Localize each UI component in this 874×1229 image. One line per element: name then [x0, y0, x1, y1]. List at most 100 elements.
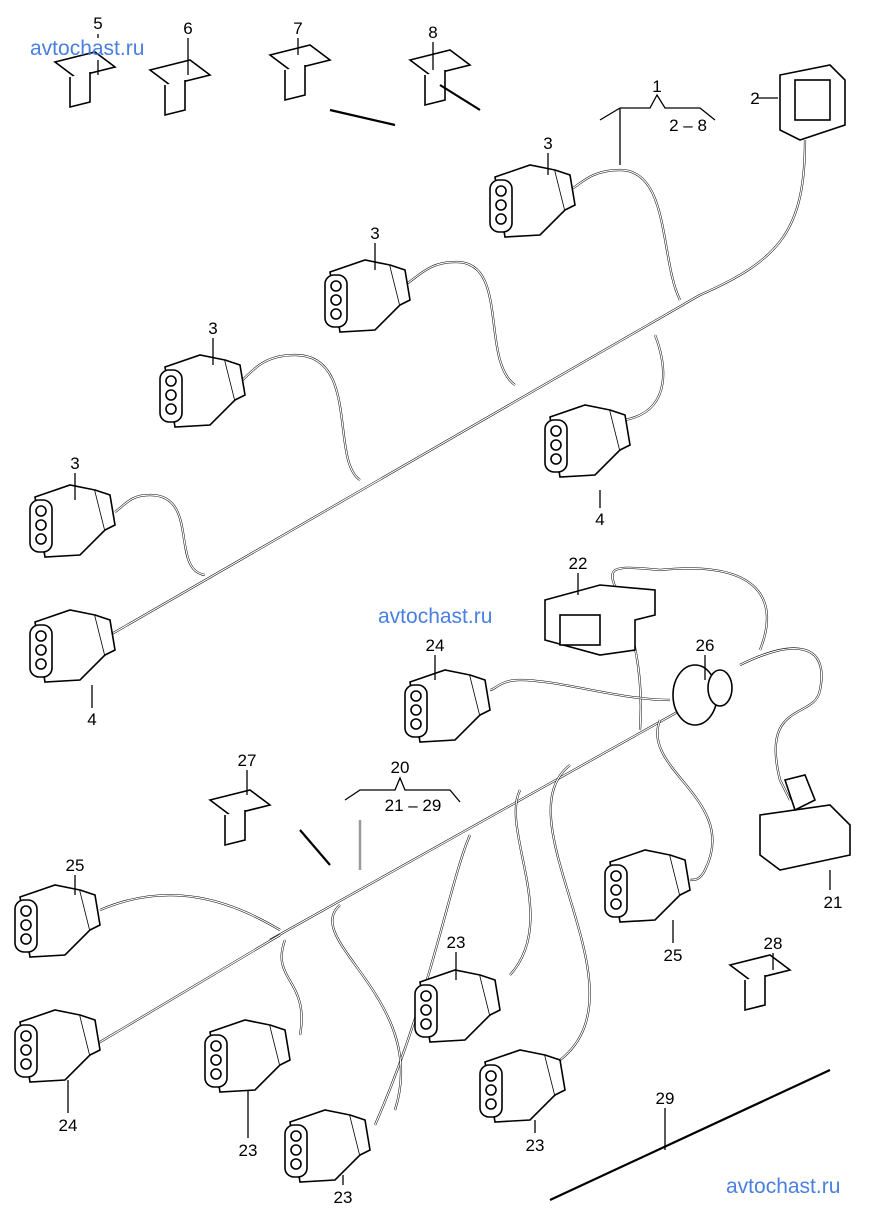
- connector-3pin: [324, 259, 411, 333]
- callout-label: 23: [447, 933, 466, 952]
- clip-leg: [164, 80, 186, 117]
- connector-3pin: [204, 1019, 291, 1093]
- wire-highlight: [331, 904, 402, 1111]
- pin-hole: [165, 389, 177, 401]
- pin-hole: [35, 644, 47, 656]
- pin-hole: [210, 1040, 222, 1052]
- callout-label: 7: [293, 19, 302, 38]
- connector-3pin: [14, 884, 101, 958]
- callout-label: 24: [59, 1116, 78, 1135]
- connector-latch: [669, 854, 691, 896]
- pin-hole: [420, 990, 432, 1002]
- clip-top: [268, 44, 332, 71]
- clip-top: [148, 59, 212, 86]
- wire-highlight: [280, 939, 303, 1036]
- wire: [404, 260, 516, 386]
- wire: [624, 334, 665, 422]
- pin-hole: [485, 1070, 497, 1082]
- connector-latch: [609, 409, 631, 451]
- pin-hole: [495, 199, 507, 211]
- connector-latch: [94, 489, 116, 531]
- cable-tie-29: [549, 1069, 831, 1201]
- clip-leg: [224, 810, 246, 847]
- pin-hole: [610, 870, 622, 882]
- pin-hole: [550, 425, 562, 437]
- callout-label: 2 – 8: [669, 116, 707, 135]
- wire: [569, 168, 681, 301]
- callout-label: 23: [239, 1141, 258, 1160]
- wire-highlight: [550, 764, 591, 1061]
- connector-3pin: [489, 164, 576, 238]
- pin-hole: [410, 718, 422, 730]
- connector-block: [544, 584, 656, 656]
- pin-hole: [485, 1084, 497, 1096]
- pin-hole: [410, 690, 422, 702]
- pin-hole: [290, 1130, 302, 1142]
- clip-5: [53, 51, 117, 109]
- wire-highlight: [269, 704, 691, 941]
- connector-latch: [224, 359, 246, 401]
- connector-face: [559, 614, 601, 646]
- connector-3pin: [14, 1009, 101, 1083]
- pin-hole: [20, 905, 32, 917]
- connector-latch: [554, 169, 576, 211]
- wire: [739, 647, 823, 801]
- callout-label: 24: [426, 636, 445, 655]
- callout-label: 3: [208, 319, 217, 338]
- callout-label: 23: [334, 1188, 353, 1207]
- watermark: avtochast.ru: [378, 605, 493, 628]
- pin-hole: [35, 630, 47, 642]
- wire-highlight: [699, 139, 806, 296]
- connector-housing: [759, 804, 851, 871]
- connector-latch: [349, 1114, 371, 1156]
- callout-label: 29: [656, 1089, 675, 1108]
- cable-tie-8: [408, 49, 472, 107]
- pin-hole: [290, 1158, 302, 1170]
- wire-highlight: [99, 894, 281, 931]
- pin-hole: [330, 308, 342, 320]
- clip-leg: [744, 975, 766, 1012]
- callout-label: 27: [238, 751, 257, 770]
- clip-28: [728, 954, 792, 1012]
- pin-hole: [495, 185, 507, 197]
- wire: [280, 939, 303, 1036]
- cable-tie-7: [268, 44, 332, 102]
- callout-label: 28: [764, 934, 783, 953]
- wire: [699, 139, 807, 297]
- pin-hole: [610, 884, 622, 896]
- pin-hole: [20, 933, 32, 945]
- connector-latch: [94, 614, 116, 656]
- pin-hole: [410, 704, 422, 716]
- wire-highlight: [489, 679, 671, 701]
- connector-boot: [783, 774, 817, 812]
- connector-3pin: [479, 1049, 566, 1123]
- pin-hole: [210, 1054, 222, 1066]
- callout-label: 22: [569, 554, 588, 573]
- wire: [489, 678, 671, 702]
- connector-3pin: [414, 969, 501, 1043]
- watermark: avtochast.ru: [30, 37, 145, 60]
- callout-label: 4: [87, 710, 96, 729]
- connector-large: [759, 774, 851, 871]
- pin-hole: [35, 533, 47, 545]
- pin-hole: [290, 1144, 302, 1156]
- connector-latch: [544, 1054, 566, 1096]
- leader-lines: [67, 34, 831, 1185]
- pin-hole: [20, 1044, 32, 1056]
- clip-leg: [284, 65, 306, 102]
- wire: [331, 904, 403, 1111]
- pin-hole: [165, 403, 177, 415]
- wire-highlight: [509, 789, 532, 976]
- wire-highlight: [624, 334, 664, 421]
- callout-label: 2: [750, 89, 759, 108]
- clip-top: [728, 954, 792, 981]
- callout-label: 23: [526, 1136, 545, 1155]
- pin-hole: [165, 375, 177, 387]
- connector-latch: [269, 1024, 291, 1066]
- callout-label: 21 – 29: [385, 796, 442, 815]
- tie-strap: [299, 84, 481, 866]
- wire-highlight: [739, 648, 823, 801]
- callout-label: 5: [93, 14, 102, 33]
- connector-face: [794, 79, 831, 121]
